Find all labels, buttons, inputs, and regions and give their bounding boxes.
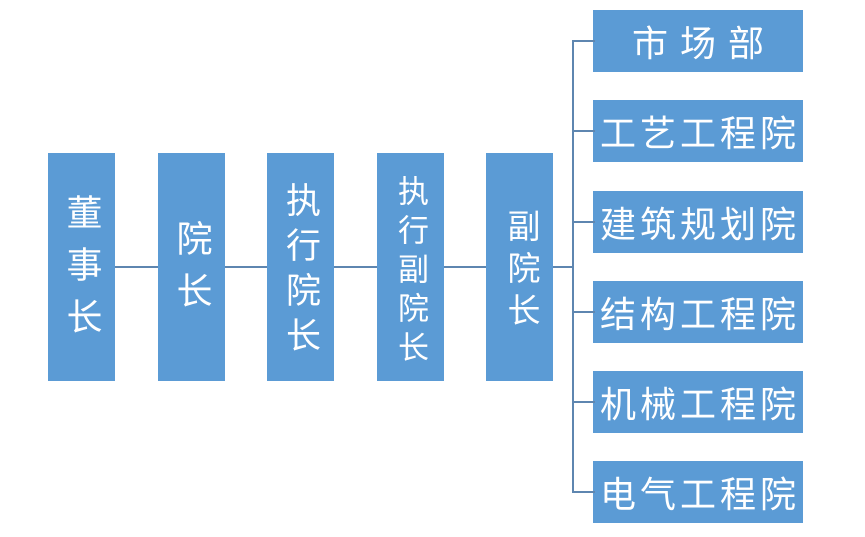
chart-node-process-engineering-institute: 工艺工程院: [593, 100, 803, 162]
node-label: 建筑规划院: [599, 205, 800, 245]
connector-president-executive-president: [225, 266, 267, 268]
node-label: 执行副院长: [393, 174, 428, 370]
node-label: 市场部: [631, 24, 776, 64]
chart-node-executive-vice-president: 执行副院长: [377, 153, 444, 381]
node-label: 结构工程院: [599, 295, 800, 335]
chart-node-electrical-engineering-institute: 电气工程院: [593, 461, 803, 523]
chart-node-mechanical-engineering-institute: 机械工程院: [593, 371, 803, 433]
connector-vice-president-trunk: [553, 266, 573, 268]
connector-executive-vice-president-vice-president: [444, 266, 486, 268]
chart-node-president: 院长: [158, 153, 225, 381]
connector-chairman-president: [115, 266, 158, 268]
connector-trunk-electrical-engineering: [572, 491, 595, 493]
connector-trunk-architecture-planning: [572, 221, 595, 223]
connector-trunk-marketing-dept: [572, 40, 595, 42]
node-label: 工艺工程院: [599, 114, 800, 154]
connector-executive-president-executive-vice-president: [334, 266, 377, 268]
node-label: 院长: [171, 220, 212, 324]
chart-node-vice-president: 副院长: [486, 153, 553, 381]
chart-node-marketing-dept: 市场部: [593, 10, 803, 72]
connector-trunk: [572, 40, 574, 493]
chart-node-executive-president: 执行院长: [267, 153, 334, 381]
connector-trunk-structural-engineering: [572, 311, 595, 313]
connector-trunk-mechanical-engineering: [572, 401, 595, 403]
connector-trunk-process-engineering: [572, 130, 595, 132]
chart-node-chairman: 董事长: [48, 153, 115, 381]
node-label: 执行院长: [281, 182, 320, 362]
node-label: 机械工程院: [599, 385, 800, 425]
node-label: 董事长: [61, 194, 102, 350]
node-label: 副院长: [502, 209, 538, 335]
chart-node-structural-engineering-institute: 结构工程院: [593, 281, 803, 343]
chart-node-architecture-planning-institute: 建筑规划院: [593, 191, 803, 253]
node-label: 电气工程院: [599, 475, 800, 515]
